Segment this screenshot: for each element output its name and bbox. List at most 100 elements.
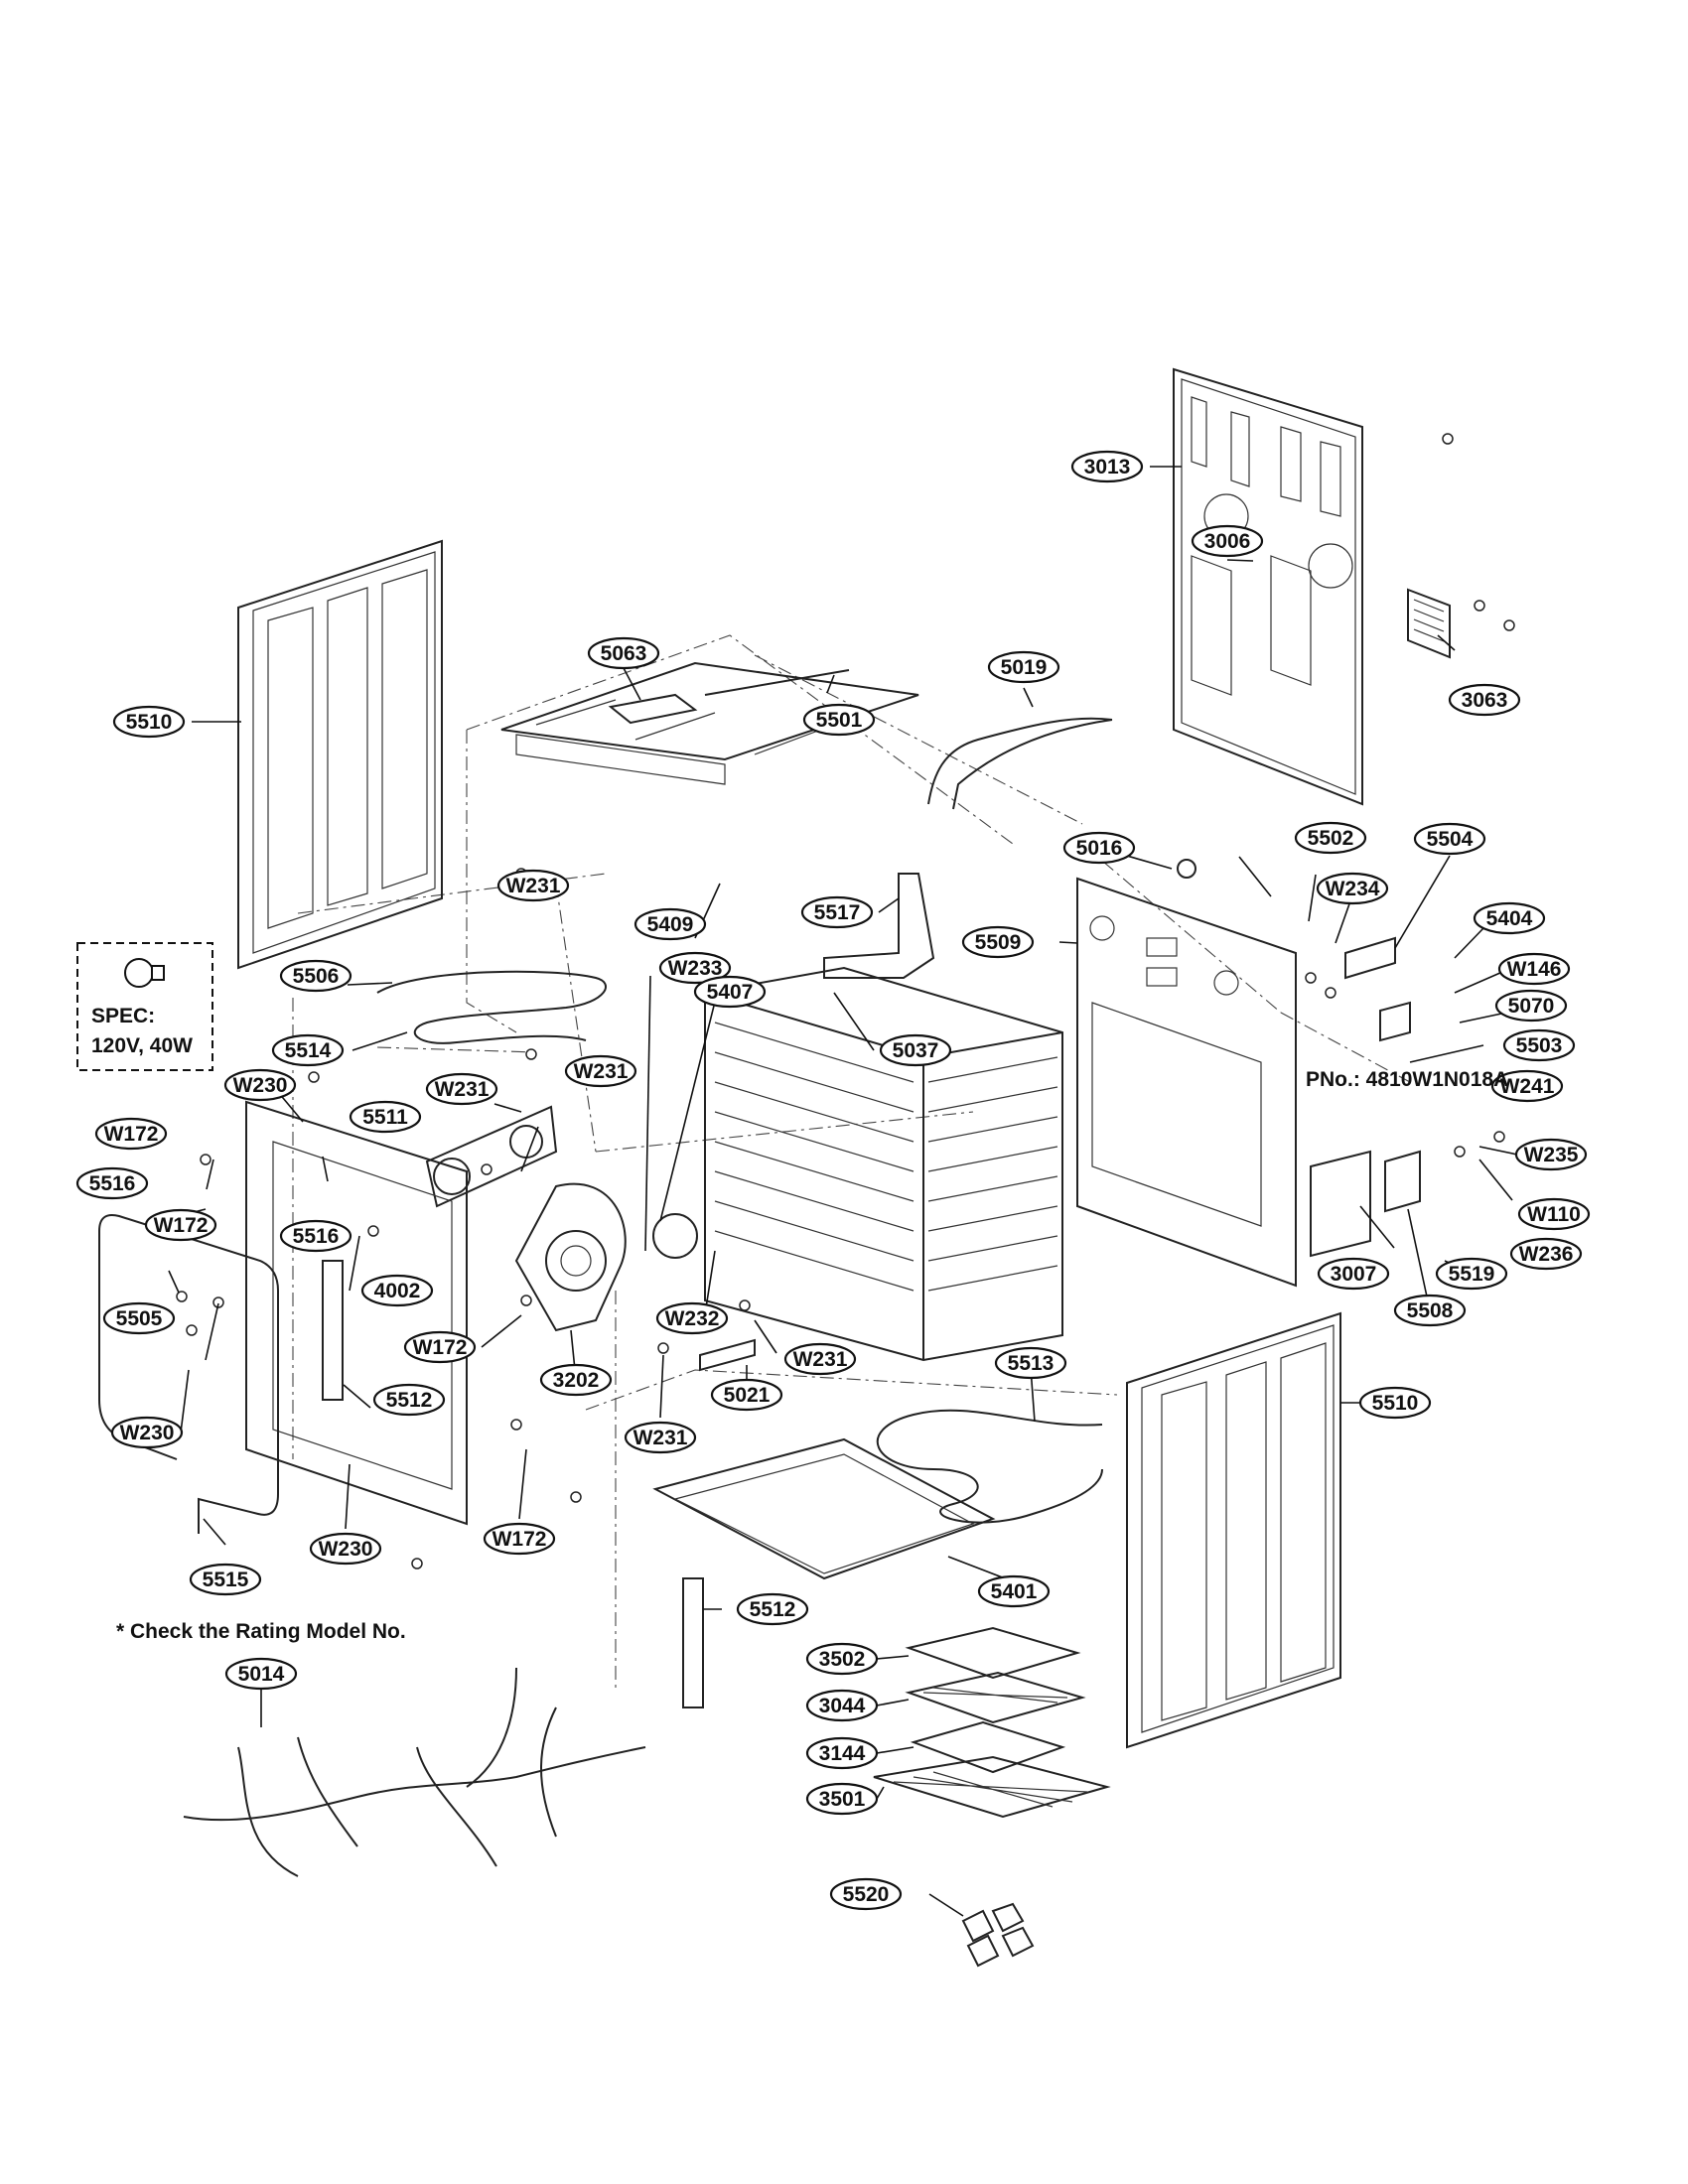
callout-label: W230 bbox=[233, 1074, 288, 1097]
callout-label: 5021 bbox=[724, 1384, 771, 1407]
callout-oval bbox=[587, 636, 660, 670]
callout-oval bbox=[961, 925, 1035, 959]
callout-label: W241 bbox=[1500, 1075, 1555, 1098]
callout-label: W231 bbox=[435, 1078, 490, 1101]
callout-5037: 5037 bbox=[879, 1033, 952, 1067]
callout-oval bbox=[1316, 872, 1389, 905]
callout-5516: 5516 bbox=[75, 1166, 149, 1200]
oven-racks bbox=[873, 1626, 1111, 1819]
callout-label: W146 bbox=[1507, 958, 1562, 981]
callout-oval bbox=[994, 1346, 1067, 1380]
callout-5506: 5506 bbox=[279, 959, 352, 993]
callout-oval bbox=[1448, 683, 1521, 717]
callout-4002: 4002 bbox=[360, 1274, 434, 1307]
callout-3144: 3144 bbox=[805, 1736, 879, 1770]
callout-oval bbox=[805, 1736, 879, 1770]
callout-oval bbox=[1502, 1028, 1576, 1062]
callout-5016: 5016 bbox=[1062, 831, 1136, 865]
callout-w231: W231 bbox=[564, 1054, 637, 1088]
callout-oval bbox=[1413, 822, 1486, 856]
callout-label: 3501 bbox=[819, 1788, 866, 1811]
callout-label: 4002 bbox=[374, 1280, 421, 1302]
callout-label: 5519 bbox=[1449, 1263, 1495, 1286]
callout-w172: W172 bbox=[144, 1208, 217, 1242]
callout-5401: 5401 bbox=[977, 1574, 1051, 1608]
callout-oval bbox=[102, 1301, 176, 1335]
wire-5019 bbox=[927, 717, 1113, 810]
callout-label: 5063 bbox=[601, 642, 647, 665]
side-panel-5510-left bbox=[237, 539, 443, 970]
callout-label: W232 bbox=[665, 1307, 720, 1330]
callout-oval bbox=[1473, 901, 1546, 935]
lamp-5511 bbox=[425, 1105, 558, 1208]
callout-3502: 3502 bbox=[805, 1642, 879, 1676]
callout-3202: 3202 bbox=[539, 1363, 613, 1397]
callout-label: 5014 bbox=[238, 1663, 285, 1686]
callout-label: 5502 bbox=[1308, 827, 1354, 850]
callout-oval bbox=[279, 1219, 352, 1253]
hinge-receiver-5512-a bbox=[322, 1260, 344, 1401]
callout-label: 5409 bbox=[647, 913, 694, 936]
callout-w172: W172 bbox=[483, 1522, 556, 1556]
callout-oval bbox=[977, 1574, 1051, 1608]
callout-oval bbox=[1497, 952, 1571, 986]
callout-oval bbox=[309, 1532, 382, 1566]
callout-oval bbox=[425, 1072, 498, 1106]
callout-oval bbox=[1070, 450, 1144, 483]
callout-label: 5037 bbox=[893, 1039, 939, 1062]
part-callouts: 3013 3063 5510 5063 5501 5019 3006 5016 5502 5504… bbox=[75, 450, 1591, 1911]
lamp-spec-box: SPEC: 120V, 40W bbox=[76, 942, 213, 1071]
callout-5517: 5517 bbox=[800, 895, 874, 929]
callout-w230: W230 bbox=[110, 1416, 184, 1449]
callout-5501: 5501 bbox=[802, 703, 876, 737]
callout-label: 5510 bbox=[1372, 1392, 1419, 1415]
callout-w231: W231 bbox=[624, 1421, 697, 1454]
callout-label: 5019 bbox=[1001, 656, 1048, 679]
callout-3063: 3063 bbox=[1448, 683, 1521, 717]
wire-harness-5014 bbox=[183, 1667, 646, 1877]
callout-oval bbox=[658, 951, 732, 985]
callout-label: W172 bbox=[154, 1214, 209, 1237]
callout-oval bbox=[349, 1100, 422, 1134]
callout-label: 3007 bbox=[1331, 1263, 1377, 1286]
bake-element-5513 bbox=[876, 1409, 1103, 1524]
callout-5504: 5504 bbox=[1413, 822, 1486, 856]
callout-label: 3006 bbox=[1204, 530, 1251, 553]
callout-oval bbox=[144, 1208, 217, 1242]
callout-w231: W231 bbox=[425, 1072, 498, 1106]
callout-label: 5514 bbox=[285, 1039, 332, 1062]
callout-label: 5501 bbox=[816, 709, 863, 732]
callout-label: 5504 bbox=[1427, 828, 1474, 851]
callout-label: W110 bbox=[1527, 1203, 1581, 1226]
callout-label: 5070 bbox=[1508, 995, 1555, 1018]
callout-oval bbox=[829, 1877, 903, 1911]
callout-w110: W110 bbox=[1517, 1197, 1591, 1231]
callout-oval bbox=[564, 1054, 637, 1088]
callout-oval bbox=[1393, 1294, 1467, 1327]
callout-5512: 5512 bbox=[372, 1383, 446, 1417]
callout-label: 5505 bbox=[116, 1307, 163, 1330]
controls-cluster bbox=[1177, 859, 1421, 1258]
callout-oval bbox=[224, 1657, 298, 1691]
callout-oval bbox=[539, 1363, 613, 1397]
callout-oval bbox=[1514, 1138, 1588, 1171]
callout-label: 5503 bbox=[1516, 1034, 1563, 1057]
callout-oval bbox=[110, 1416, 184, 1449]
callout-label: 3044 bbox=[819, 1695, 866, 1717]
callout-oval bbox=[802, 703, 876, 737]
callout-label: 5512 bbox=[386, 1389, 433, 1412]
callout-oval bbox=[783, 1342, 857, 1376]
callout-w230: W230 bbox=[223, 1068, 297, 1102]
side-panel-5510-right bbox=[1126, 1311, 1341, 1749]
callout-label: 3013 bbox=[1084, 456, 1131, 478]
callout-w230: W230 bbox=[309, 1532, 382, 1566]
part-number-note: PNo.: 4810W1N018A bbox=[1306, 1068, 1508, 1091]
callout-label: 5517 bbox=[814, 901, 861, 924]
callout-label: 5510 bbox=[126, 711, 173, 734]
callout-label: W172 bbox=[413, 1336, 468, 1359]
oven-cavity bbox=[704, 966, 1063, 1362]
callout-oval bbox=[710, 1378, 783, 1412]
callout-oval bbox=[372, 1383, 446, 1417]
callout-5508: 5508 bbox=[1393, 1294, 1467, 1327]
callout-5513: 5513 bbox=[994, 1346, 1067, 1380]
